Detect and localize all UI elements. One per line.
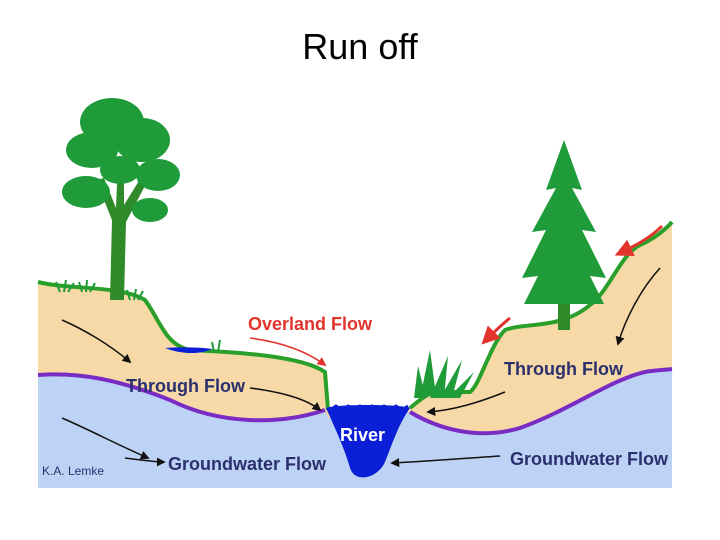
label-river: River <box>340 425 385 445</box>
tree-left-icon <box>62 98 180 300</box>
label-groundwater-flow-right: Groundwater Flow <box>510 449 669 469</box>
grass-left-icon <box>55 279 221 353</box>
through-flow-arrow-left-lower <box>249 387 322 412</box>
overland-arrow-left <box>249 337 327 367</box>
label-through-flow-left: Through Flow <box>126 376 246 396</box>
pond <box>165 347 212 354</box>
groundwater-arrow-left-lower <box>124 457 166 467</box>
label-overland-flow: Overland Flow <box>248 314 373 334</box>
overland-arrow-right-lower <box>481 316 511 345</box>
label-through-flow-right: Through Flow <box>504 359 624 379</box>
ground-surface-left <box>37 280 330 411</box>
groundwater-arrow-left-upper <box>61 417 150 460</box>
slide-title: Run off <box>302 26 418 67</box>
water-table-line-right <box>408 367 673 436</box>
through-flow-arrow-left-upper <box>61 319 132 364</box>
grass-right-icon <box>414 350 474 398</box>
tree-right-icon <box>522 140 606 330</box>
through-flow-arrow-right-upper <box>615 267 661 346</box>
label-groundwater-flow-left: Groundwater Flow <box>168 454 327 474</box>
river-surface <box>329 404 409 412</box>
water-table-line <box>37 372 326 423</box>
through-flow-arrow-right-lower <box>426 391 506 416</box>
river-channel <box>326 405 410 478</box>
credit-text: K.A. Lemke <box>42 464 104 478</box>
overland-arrow-right-upper <box>614 224 664 257</box>
groundwater-arrow-right <box>390 455 501 468</box>
